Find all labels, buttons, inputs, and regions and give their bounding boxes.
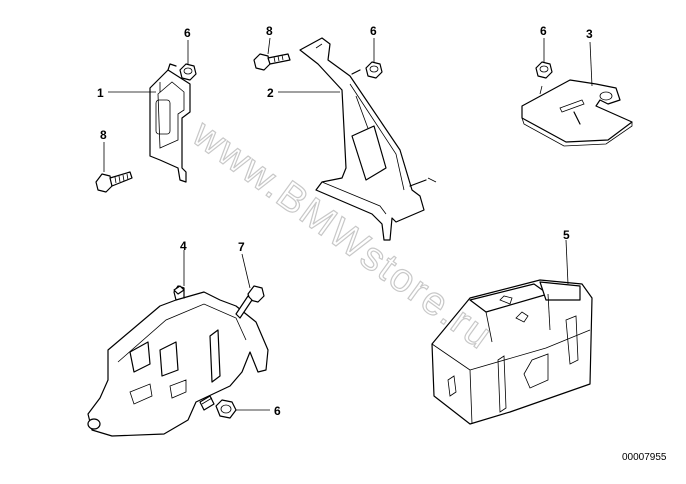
callout-4: 4: [180, 239, 187, 253]
callout-6-d: 6: [274, 404, 281, 418]
callout-1: 1: [97, 86, 104, 100]
nut-6-b: [365, 61, 383, 79]
nut-6-a: [179, 63, 197, 81]
callout-2: 2: [267, 86, 274, 100]
callout-6-b: 6: [370, 24, 377, 38]
part-2-bracket: [299, 37, 437, 241]
screw-8-a: [95, 171, 133, 193]
callout-5: 5: [563, 228, 570, 242]
callout-8-a: 8: [100, 128, 107, 142]
callout-7: 7: [238, 240, 245, 254]
document-number: 00007955: [622, 452, 667, 463]
part-1-bracket: [149, 63, 191, 183]
callout-6-a: 6: [184, 26, 191, 40]
part-4-cover: [87, 285, 269, 437]
screw-8-b: [253, 53, 291, 71]
callout-6-c: 6: [540, 24, 547, 38]
callout-3: 3: [586, 27, 593, 41]
nut-6-c: [535, 61, 553, 79]
part-5-relay-box: [431, 279, 593, 425]
screw-7: [235, 285, 265, 319]
stud-4: [199, 395, 215, 411]
callout-8-b: 8: [266, 24, 273, 38]
leader-lines: [103, 37, 593, 411]
nut-6-d: [215, 399, 237, 419]
stud-2-top: [351, 69, 361, 75]
part-3-plate: [521, 79, 633, 147]
